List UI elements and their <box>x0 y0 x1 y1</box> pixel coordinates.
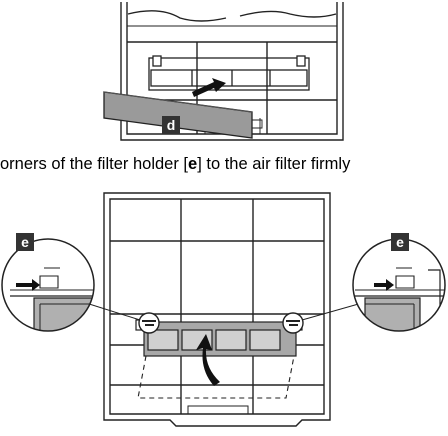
bottom-filter-panel <box>103 192 331 427</box>
instruction-suffix: ] to the air filter firmly <box>197 155 351 173</box>
detail-circle-left: e <box>1 233 141 332</box>
instruction-prefix: orners of the filter holder [ <box>0 155 189 173</box>
callout-d-label: d <box>167 117 176 133</box>
instruction-ref: e <box>188 155 198 173</box>
top-holder-slot <box>148 55 310 91</box>
corner-marker-left <box>138 312 160 334</box>
corner-marker-right <box>282 312 304 334</box>
callout-e-left-label: e <box>21 234 29 250</box>
filter-holder-e <box>135 319 303 357</box>
rotate-arrow-icon <box>196 334 220 386</box>
callout-d: d <box>162 116 180 134</box>
filter-holder-d <box>103 91 253 139</box>
callout-e-right-label: e <box>396 234 404 250</box>
holder-previous-position <box>137 355 295 399</box>
instruction-text: orners of the filter holder [e] to the a… <box>0 154 448 174</box>
insert-arrow-icon <box>192 78 226 97</box>
